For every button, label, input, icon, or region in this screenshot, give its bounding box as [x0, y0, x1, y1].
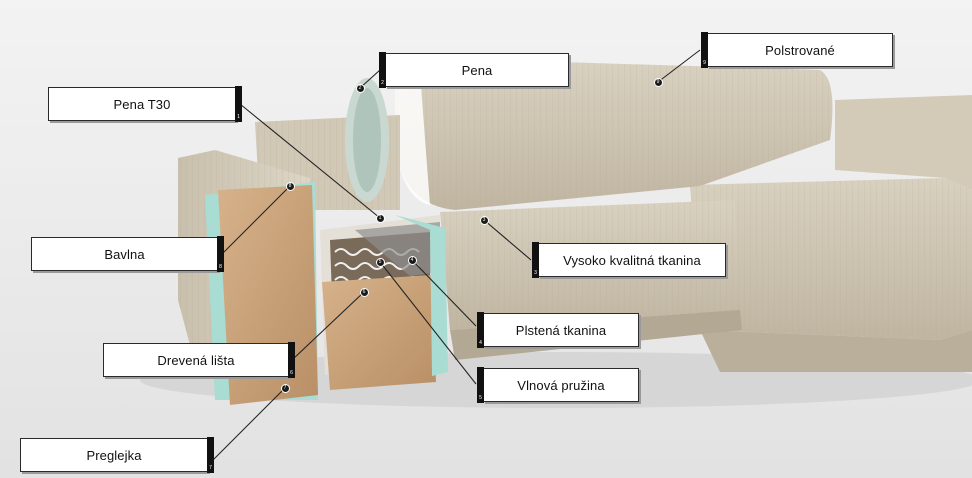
- marker-5: 5: [375, 257, 385, 267]
- callout-label: Bavlna: [104, 246, 145, 262]
- callout-label: Pena: [461, 62, 493, 78]
- marker-7: 7: [280, 383, 290, 393]
- callout-label: Polstrované: [765, 42, 835, 58]
- callout-vlnova-pruzina: 5 Vlnová pružina: [477, 367, 639, 403]
- marker-9: 9: [653, 77, 663, 87]
- callout-vysoko-kvalitna-tkanina: 3 Vysoko kvalitná tkanina: [532, 242, 726, 278]
- marker-4: 4: [407, 255, 417, 265]
- marker-1: 1: [375, 213, 385, 223]
- callout-pena-t30: Pena T30 1: [48, 86, 242, 122]
- callout-bavlna: Bavlna 8: [31, 236, 224, 272]
- chaise-arm: [835, 95, 972, 190]
- callout-label: Pena T30: [113, 96, 171, 112]
- marker-3: 3: [479, 215, 489, 225]
- marker-8: 8: [285, 181, 295, 191]
- marker-6: 6: [359, 287, 369, 297]
- callout-plstena-tkanina: 4 Plstená tkanina: [477, 312, 639, 348]
- foam-edge-seat: [395, 215, 448, 376]
- callout-pena: 2 Pena: [379, 52, 569, 88]
- leader-lines: [212, 49, 701, 461]
- marker-2: 2: [355, 83, 365, 93]
- callout-label: Plstená tkanina: [515, 322, 607, 338]
- wood-batten-block: [322, 275, 436, 390]
- back-foam-layer: [395, 71, 430, 205]
- callout-preglejka: Preglejka 7: [20, 437, 214, 473]
- callout-polstrovane: 9 Polstrované: [701, 32, 893, 68]
- callout-label: Vlnová pružina: [517, 377, 605, 393]
- callout-label: Drevená lišta: [157, 352, 235, 368]
- callout-label: Vysoko kvalitná tkanina: [563, 252, 701, 268]
- felt-layer: [355, 222, 440, 276]
- callout-label: Preglejka: [86, 447, 142, 463]
- callout-drevena-lista: Drevená lišta 6: [103, 342, 295, 378]
